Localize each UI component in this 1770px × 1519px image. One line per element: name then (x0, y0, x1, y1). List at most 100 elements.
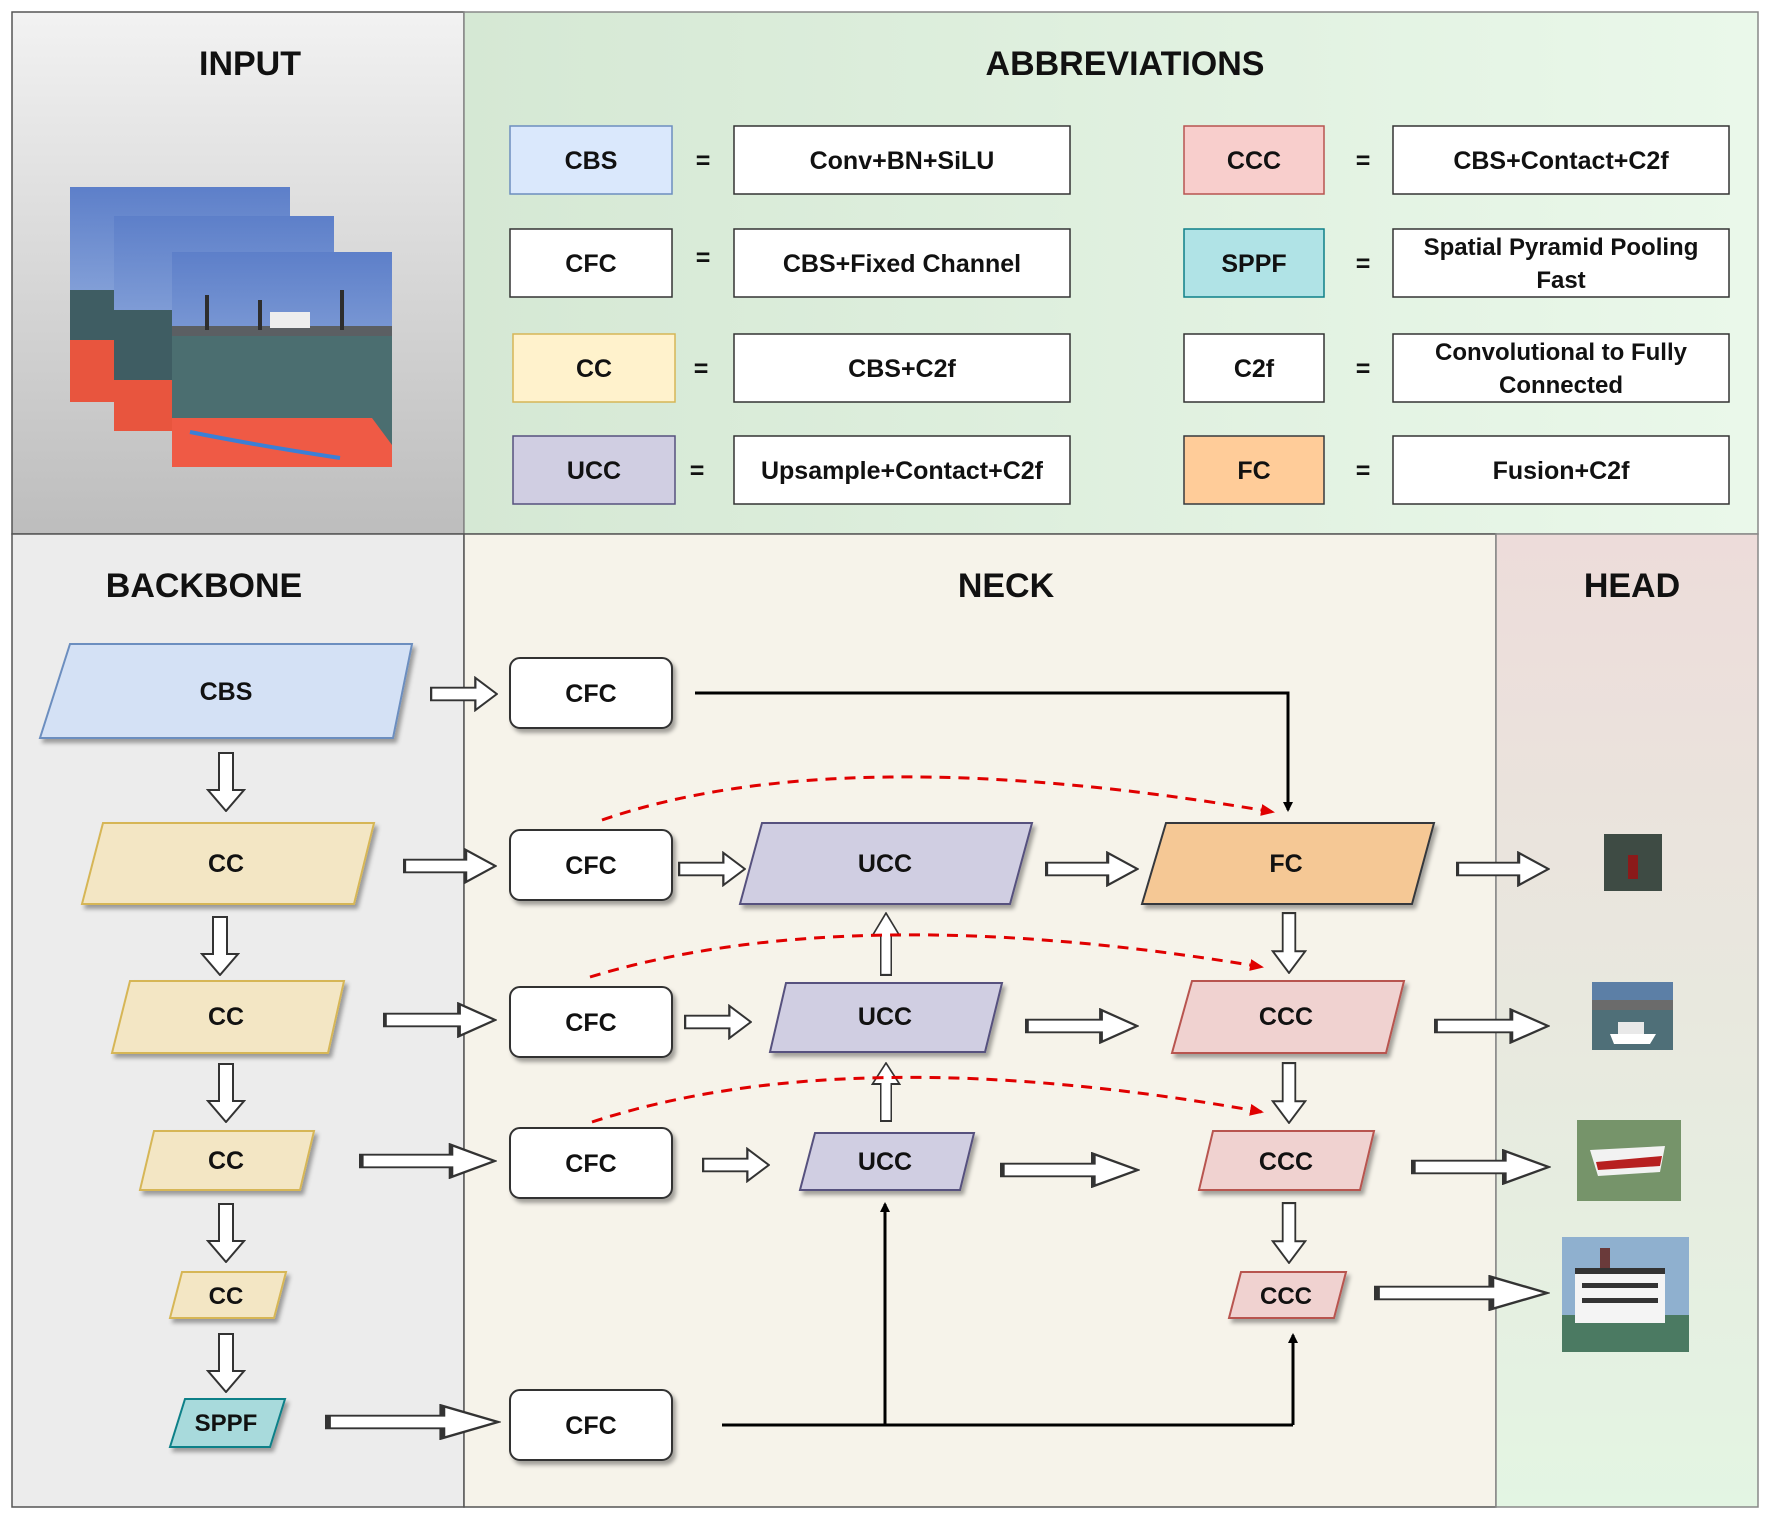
neck-ucc-label-3: UCC (858, 1148, 912, 1176)
input-title: INPUT (199, 45, 301, 83)
legend-ucc-eq: = (690, 457, 705, 485)
cfc1-to-fc-connector (695, 691, 1293, 812)
neck-ucc-nodes: UCC UCC UCC (738, 822, 1034, 1191)
legend-cfc-swatch (509, 228, 673, 298)
legend-row-sppf: SPPF = Spatial Pyramid Pooling Fast (1183, 228, 1730, 298)
neck-title: NECK (958, 567, 1055, 605)
legend-fc-eq: = (1356, 457, 1371, 485)
input-image-stack (70, 187, 392, 467)
legend-row-fc: FC = Fusion+C2f (1183, 435, 1730, 505)
legend-ccc-abbr: CCC (1227, 147, 1281, 175)
legend-cfc-full: CBS+Fixed Channel (783, 250, 1021, 278)
legend-ucc-abbr: UCC (567, 457, 621, 485)
neck-ucc-node-3 (798, 1132, 976, 1191)
backbone-cbs-label: CBS (200, 678, 253, 706)
backbone-nodes: CBS CC CC CC CC SPPF (38, 643, 414, 1448)
neck-ucc-label-2: UCC (858, 1003, 912, 1031)
legend-cfc-eq: = (696, 244, 711, 272)
neck-dashed-skip-connections (589, 775, 1275, 1124)
neck-ccc-label-2: CCC (1259, 1148, 1313, 1176)
legend-cbs-full: Conv+BN+SiLU (810, 147, 995, 175)
legend-fc-swatch (1183, 435, 1325, 505)
legend-cc-swatch (512, 333, 676, 403)
neck-ccc-node-3 (1227, 1271, 1348, 1319)
neck-black-connectors (695, 691, 1298, 1427)
legend-ucc-swatch (512, 435, 676, 505)
detection-thumbnail-large (1577, 1120, 1681, 1201)
legend-c2f-swatch (1183, 333, 1325, 403)
neck-cfc-label-5: CFC (565, 1412, 616, 1440)
backbone-cc-node-3 (138, 1130, 316, 1191)
neck-ucc-label-1: UCC (858, 850, 912, 878)
legend-row-cfc: CFC = CBS+Fixed Channel (509, 228, 1071, 298)
dashed-cfc3-to-ccc1 (589, 933, 1264, 979)
neck-ucc-node-2 (768, 982, 1004, 1053)
legend-sppf-full-line2: Fast (1536, 267, 1585, 294)
dashed-cfc4-to-ccc2 (591, 1075, 1264, 1124)
neck-ccc-label-3: CCC (1260, 1283, 1312, 1310)
backbone-cc-label-2: CC (208, 1003, 244, 1031)
legend-fc-full: Fusion+C2f (1493, 457, 1630, 485)
legend-ccc-full: CBS+Contact+C2f (1453, 147, 1669, 175)
legend-c2f-abbr: C2f (1234, 355, 1275, 383)
neck-ccc-node-1 (1170, 980, 1406, 1054)
backbone-cc-node-2 (110, 980, 346, 1054)
neck-ccc-label-1: CCC (1259, 1003, 1313, 1031)
detection-thumbnail-medium (1592, 982, 1673, 1050)
neck-cfc-label-4: CFC (565, 1150, 616, 1178)
legend-cc-eq: = (694, 355, 709, 383)
legend-c2f-full-line2: Connected (1499, 372, 1623, 399)
legend-sppf-abbr: SPPF (1221, 250, 1286, 278)
neck-cfc-label-2: CFC (565, 852, 616, 880)
neck-ucc-node-1 (738, 822, 1034, 905)
legend-cc-abbr: CC (576, 355, 612, 383)
input-image-front (172, 252, 392, 467)
legend-ccc-swatch (1183, 125, 1325, 195)
neck-ccc-node-2 (1197, 1130, 1376, 1191)
neck-cfc-box-1 (509, 657, 673, 729)
legend-cc-full: CBS+C2f (848, 355, 956, 383)
legend-cfc-abbr: CFC (565, 250, 616, 278)
head-title: HEAD (1584, 567, 1680, 605)
neck-cfc-boxes: CFC CFC CFC CFC CFC (509, 657, 673, 1461)
backbone-cbs-node (38, 643, 414, 739)
backbone-cc-label-4: CC (209, 1283, 244, 1310)
legend-row-ucc: UCC = Upsample+Contact+C2f (512, 435, 1071, 505)
backbone-cc-node-4 (168, 1271, 288, 1319)
legend-ucc-full: Upsample+Contact+C2f (761, 457, 1044, 485)
detection-thumbnail-xlarge (1562, 1237, 1689, 1352)
neck-cfc-label-1: CFC (565, 680, 616, 708)
legend-row-cbs: CBS = Conv+BN+SiLU (509, 125, 1071, 195)
neck-cfc-box-4 (509, 1127, 673, 1199)
legend-sppf-swatch (1183, 228, 1325, 298)
legend-sppf-eq: = (1356, 250, 1371, 278)
backbone-sppf-node (168, 1398, 287, 1448)
neck-cfc-label-3: CFC (565, 1009, 616, 1037)
legend-cbs-abbr: CBS (565, 147, 618, 175)
neck-cfc-box-3 (509, 986, 673, 1058)
neck-cfc-box-2 (509, 829, 673, 901)
backbone-cc-node-1 (80, 822, 376, 905)
legend-c2f-eq: = (1356, 355, 1371, 383)
backbone-title: BACKBONE (106, 567, 302, 605)
legend-row-cc: CC = CBS+C2f (512, 333, 1071, 403)
abbreviations-title: ABBREVIATIONS (986, 45, 1265, 83)
detection-thumbnail-small (1604, 834, 1662, 891)
head-detections (1562, 834, 1689, 1352)
legend-row-ccc: CCC = CBS+Contact+C2f (1183, 125, 1730, 195)
backbone-cc-label-3: CC (208, 1147, 244, 1175)
dashed-cfc2-to-fc (601, 775, 1275, 822)
neck-fc-label: FC (1269, 850, 1302, 878)
legend-fc-abbr: FC (1237, 457, 1270, 485)
legend-c2f-full-line1: Convolutional to Fully (1435, 339, 1688, 366)
neck-fusion-nodes: FC CCC CCC CCC (1140, 822, 1436, 1319)
neck-cfc-box-5 (509, 1389, 673, 1461)
abbreviation-legend: CBS = Conv+BN+SiLU CFC = CBS+Fixed Chann… (509, 125, 1730, 505)
legend-row-c2f: C2f = Convolutional to Fully Connected (1183, 333, 1730, 403)
legend-cbs-swatch (509, 125, 673, 195)
legend-ccc-eq: = (1356, 147, 1371, 175)
legend-sppf-full-line1: Spatial Pyramid Pooling (1424, 234, 1699, 261)
backbone-cc-label-1: CC (208, 850, 244, 878)
legend-cbs-eq: = (696, 147, 711, 175)
